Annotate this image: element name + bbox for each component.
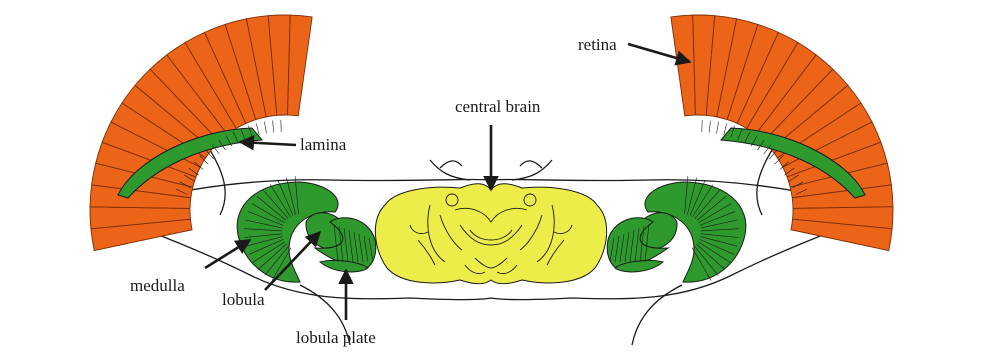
label-lobula-plate: lobula plate — [296, 328, 376, 347]
central-brain — [375, 184, 606, 284]
label-medulla: medulla — [130, 276, 185, 295]
label-central-brain: central brain — [455, 97, 541, 116]
label-lobula: lobula — [222, 290, 265, 309]
label-retina: retina — [578, 35, 617, 54]
arrow-lamina — [240, 142, 296, 145]
label-lamina: lamina — [300, 135, 347, 154]
ommatidium — [671, 15, 696, 116]
ommatidium — [288, 15, 313, 116]
